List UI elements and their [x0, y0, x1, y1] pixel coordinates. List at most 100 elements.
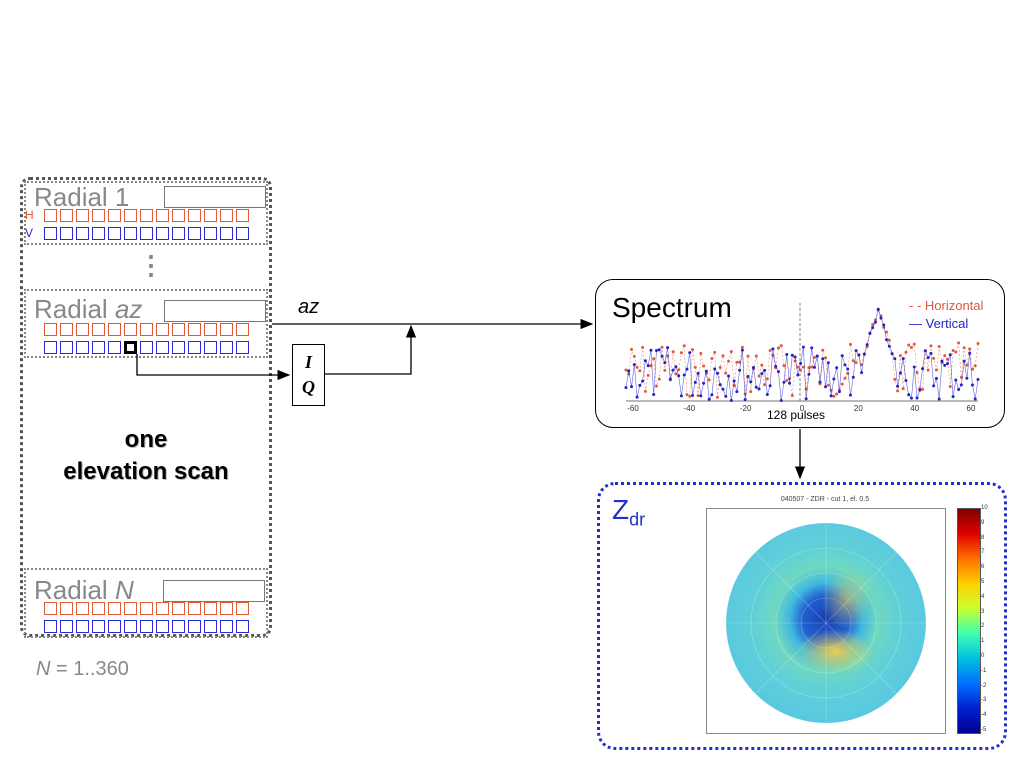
spectrum-point: [898, 354, 902, 358]
range-gate-cell: [220, 341, 233, 354]
spectrum-point: [779, 398, 783, 402]
spectrum-point: [879, 316, 883, 320]
spectrum-point: [915, 396, 919, 400]
spectrum-point: [685, 393, 689, 397]
spectrum-point: [788, 381, 792, 385]
spectrum-point: [740, 345, 744, 349]
spectrum-point: [702, 364, 706, 368]
spectrum-point: [785, 378, 789, 382]
radial-1-title: Radial 1: [34, 182, 130, 212]
radial-az-label-box: [164, 300, 266, 322]
spectrum-point: [976, 378, 980, 382]
range-gate-cell: [140, 323, 153, 336]
spectrum-point: [912, 342, 916, 346]
radial-az-group: [24, 289, 268, 358]
spectrum-point: [890, 352, 894, 356]
radial-n-title: Radial N: [34, 577, 134, 603]
range-gate-cell: [156, 323, 169, 336]
spectrum-point: [832, 377, 836, 381]
spectrum-point: [904, 379, 908, 383]
spectrum-point: [776, 346, 780, 350]
spectrum-point: [937, 345, 941, 349]
spectrum-point: [837, 390, 841, 394]
spectrum-point: [641, 345, 645, 349]
spectrum-point: [926, 368, 930, 372]
spectrum-point: [765, 393, 769, 397]
range-gate-cell: [108, 602, 121, 615]
spectrum-point: [724, 371, 728, 375]
spectrum-point: [707, 397, 711, 401]
colorbar-tick-label: 7: [981, 549, 985, 556]
spectrum-point: [909, 396, 913, 400]
spectrum-point: [652, 357, 656, 361]
range-gate-cell: [124, 620, 137, 633]
colorbar-tick-label: -4: [981, 712, 987, 719]
range-gate-cell: [204, 341, 217, 354]
spectrum-point: [946, 362, 950, 366]
spectrum-point: [682, 344, 686, 348]
iq-box: I Q: [292, 344, 325, 406]
colorbar-tick-label: 10: [981, 505, 988, 511]
spectrum-point: [743, 398, 747, 402]
range-gate-cell: [92, 227, 105, 240]
spectrum-point: [660, 345, 664, 349]
spectrum-point: [901, 357, 905, 361]
spectrum-point: [840, 354, 844, 358]
legend-horizontal: - - Horizontal: [909, 298, 984, 313]
range-gate-cell: [108, 227, 121, 240]
range-gate-cell: [44, 620, 57, 633]
spectrum-point: [970, 367, 974, 371]
spectrum-point: [718, 383, 722, 387]
spectrum-tick-label: 40: [910, 404, 919, 413]
spectrum-point: [751, 366, 755, 370]
range-gate-cell: [172, 602, 185, 615]
range-gate-cell: [108, 323, 121, 336]
range-gate-cell: [220, 209, 233, 222]
range-gate-cell: [76, 209, 89, 222]
spectrum-point: [871, 323, 875, 327]
spectrum-point: [921, 367, 925, 371]
spectrum-point: [746, 354, 750, 358]
spectrum-point: [627, 372, 631, 376]
spectrum-point: [768, 348, 772, 352]
selected-range-gate: [124, 341, 137, 354]
range-gate-cell: [76, 227, 89, 240]
i-label: I: [304, 352, 312, 372]
spectrum-point: [738, 368, 742, 372]
v-label: V: [25, 226, 34, 240]
spectrum-point: [954, 350, 958, 354]
range-gate-cell: [188, 620, 201, 633]
spectrum-point: [957, 341, 961, 345]
radial-az-v-cells: [44, 341, 249, 354]
spectrum-point: [846, 371, 850, 375]
spectrum-point: [674, 365, 678, 369]
range-gate-cell: [60, 341, 73, 354]
spectrum-point: [740, 348, 744, 352]
spectrum-point: [962, 359, 966, 363]
radial-az-title: Radial az: [34, 296, 142, 322]
spectrum-point: [707, 378, 711, 382]
spectrum-point: [788, 377, 792, 381]
colorbar-tick-label: 0: [981, 653, 985, 659]
spectrum-point: [810, 346, 814, 350]
colorbar-tick-label: 1: [981, 638, 985, 645]
range-gate-cell: [220, 227, 233, 240]
spectrum-point: [851, 375, 855, 379]
colorbar-tick-label: 3: [981, 608, 985, 615]
range-gate-cell: [124, 323, 137, 336]
spectrum-point: [904, 350, 908, 354]
range-gate-cell: [76, 602, 89, 615]
spectrum-point: [630, 385, 634, 389]
spectrum-point: [671, 350, 675, 354]
range-gate-cell: [188, 227, 201, 240]
spectrum-point: [729, 349, 733, 353]
spectrum-point: [857, 353, 861, 357]
spectrum-point: [818, 380, 822, 384]
spectrum-point: [965, 376, 969, 380]
spectrum-point: [871, 326, 875, 330]
spectrum-point: [696, 371, 700, 375]
spectrum-point: [799, 368, 803, 372]
spectrum-point: [926, 356, 930, 360]
spectrum-point: [765, 377, 769, 381]
radial-1-v-cells: [44, 227, 249, 240]
